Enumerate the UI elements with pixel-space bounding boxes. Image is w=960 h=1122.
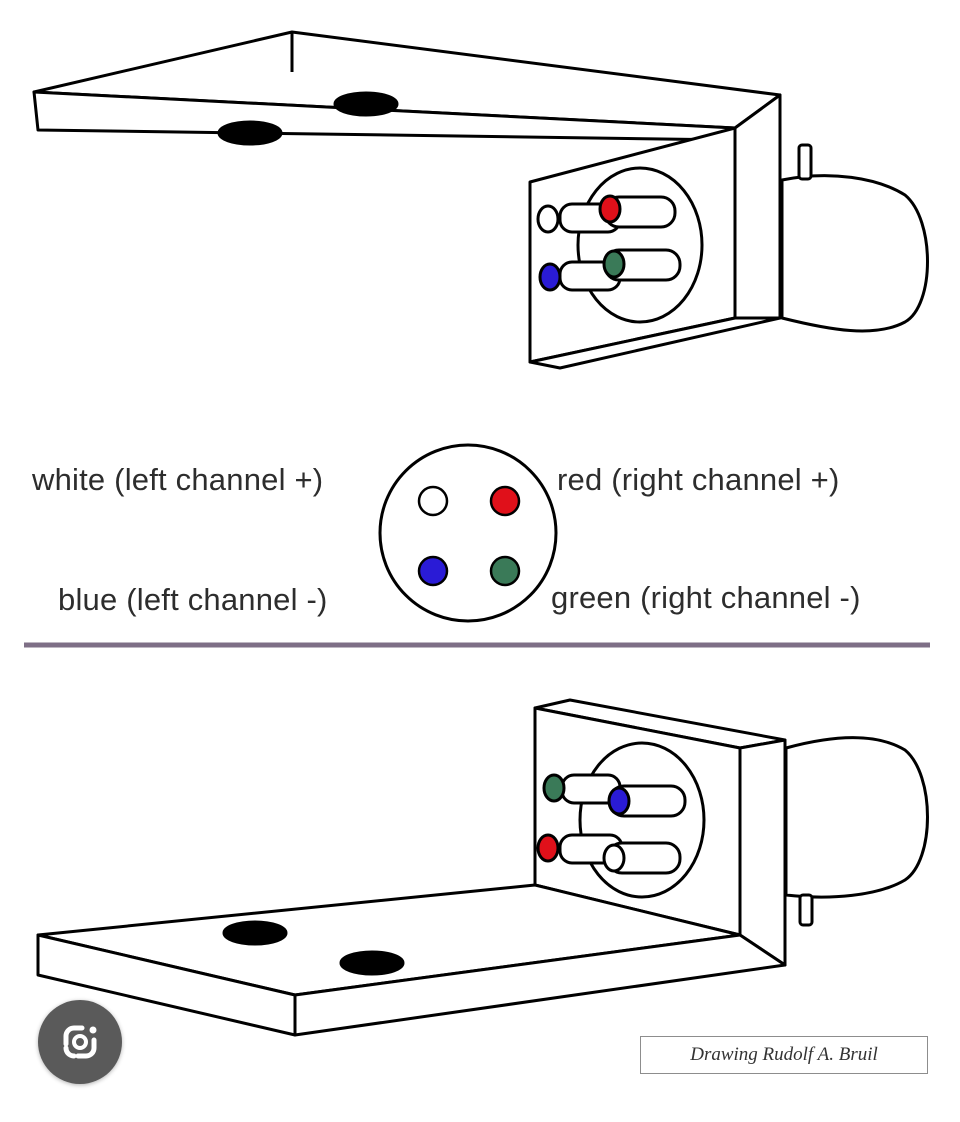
label-blue: blue (left channel -) [58, 582, 328, 617]
pin-red [489, 485, 521, 517]
bottom-headshell [36, 698, 929, 1037]
bottom-pin-red [536, 833, 560, 863]
bottom-pin-white [602, 843, 626, 873]
top-pin-white [536, 204, 560, 234]
bottom-mount-hole [222, 920, 288, 946]
top-mount-hole [333, 91, 399, 117]
top-pin-blue [538, 262, 562, 292]
google-lens-button[interactable] [38, 1000, 122, 1084]
top-pin-green [602, 249, 626, 279]
label-red: red (right channel +) [557, 462, 840, 497]
top-bracket-lip [528, 316, 782, 370]
top-connector-ring [576, 166, 704, 324]
label-green: green (right channel -) [551, 580, 861, 615]
bottom-pin-blue [607, 786, 631, 816]
pin-green [489, 555, 521, 587]
top-tube [780, 174, 929, 333]
top-bracket-side [733, 93, 782, 320]
bottom-plate-side-edge [293, 933, 787, 1037]
drawing-credit: Drawing Rudolf A. Bruil [640, 1036, 928, 1074]
pinout-ring [378, 443, 558, 623]
bottom-bracket-side [738, 738, 787, 967]
label-white: white (left channel +) [32, 462, 324, 497]
pin-blue [417, 555, 449, 587]
google-lens-icon [63, 1025, 97, 1059]
bottom-mount-hole [339, 950, 405, 976]
bottom-tube [784, 736, 929, 899]
top-headshell [32, 30, 929, 370]
bottom-pin-green [542, 773, 566, 803]
pin-white [417, 485, 449, 517]
top-mount-hole [217, 120, 283, 146]
top-pin-red [598, 194, 622, 224]
pinout-diagram [378, 443, 558, 623]
